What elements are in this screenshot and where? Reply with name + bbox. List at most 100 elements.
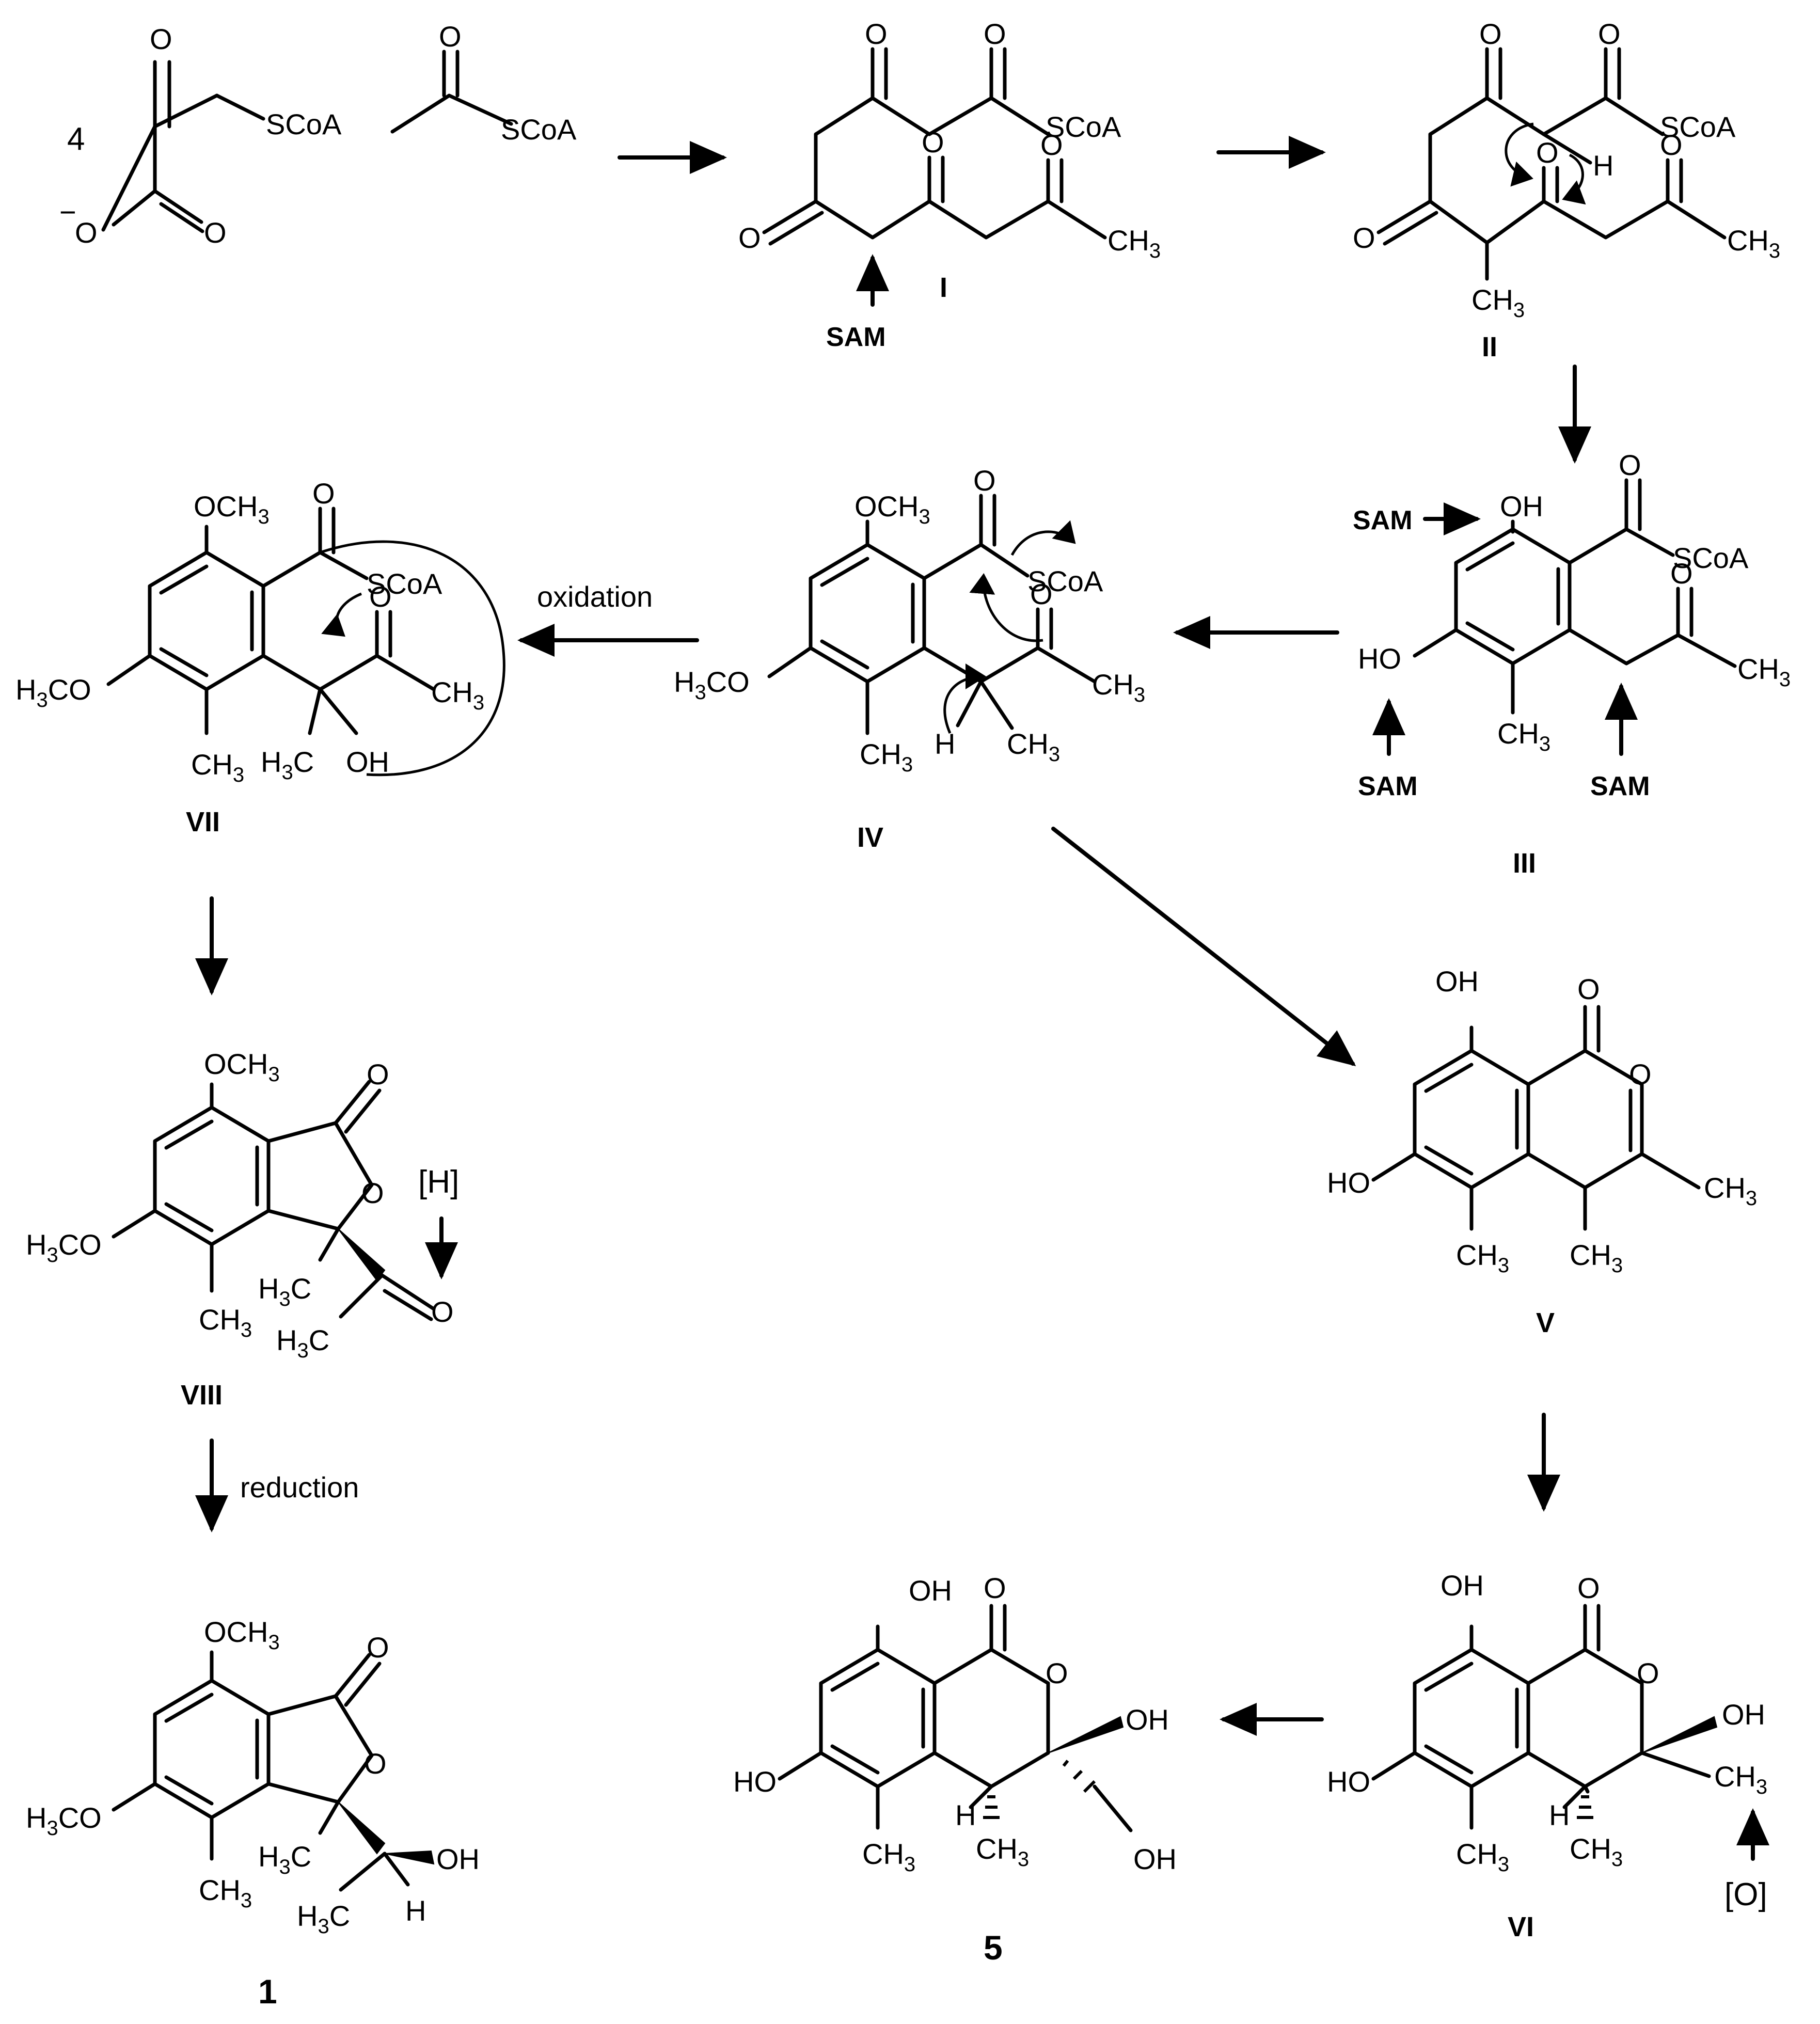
compound-I: O O SCoA O O O CH3 SAM I (738, 18, 1161, 352)
svg-text:CH3: CH3 (431, 676, 484, 714)
svg-text:O: O (75, 216, 98, 249)
svg-text:CH3: CH3 (1570, 1832, 1623, 1871)
svg-text:H3C: H3C (261, 746, 314, 784)
svg-text:SCoA: SCoA (266, 108, 342, 140)
svg-text:O: O (431, 1295, 454, 1328)
svg-text:O: O (361, 1177, 384, 1209)
svg-text:OCH3: OCH3 (204, 1616, 280, 1654)
svg-text:[H]: [H] (418, 1164, 459, 1200)
svg-text:O: O (367, 1058, 389, 1090)
svg-text:O: O (369, 580, 392, 613)
label-I: I (940, 272, 947, 303)
label-V: V (1536, 1307, 1555, 1338)
svg-text:O: O (204, 216, 227, 249)
compound-II: O O SCoA H O CH3 O O CH3 II (1353, 18, 1780, 362)
svg-text:−: − (59, 196, 76, 228)
svg-text:H3CO: H3CO (674, 666, 750, 704)
svg-text:SAM: SAM (1590, 771, 1650, 801)
svg-text:H3CO: H3CO (26, 1801, 102, 1840)
svg-text:HO: HO (1327, 1166, 1370, 1199)
compound-IV: OCH3 O SCoA O CH3 CH3 H CH3 H3CO IV (674, 464, 1145, 853)
svg-text:CH3: CH3 (1092, 668, 1145, 706)
svg-text:HO: HO (1358, 642, 1401, 675)
svg-text:OH: OH (1722, 1698, 1765, 1731)
svg-text:OCH3: OCH3 (204, 1048, 280, 1086)
svg-text:SCoA: SCoA (1027, 565, 1103, 597)
label-reduction: reduction (240, 1471, 359, 1504)
label-VIII: VIII (181, 1380, 223, 1411)
svg-text:OH: OH (1441, 1569, 1484, 1602)
compound-VI: OH O O OH CH3 CH3 H CH3 HO [O] VI (1327, 1569, 1769, 1942)
label-5: 5 (984, 1928, 1003, 1967)
svg-text:O: O (364, 1747, 387, 1780)
svg-text:OH: OH (1126, 1703, 1169, 1736)
svg-text:O: O (1479, 18, 1502, 50)
svg-text:CH3: CH3 (199, 1303, 252, 1341)
svg-text:CH3: CH3 (1704, 1172, 1757, 1210)
svg-text:CH3: CH3 (860, 738, 913, 776)
stoich-coefficient: 4 (67, 121, 85, 157)
svg-text:SAM: SAM (826, 322, 886, 352)
svg-text:O: O (367, 1631, 389, 1664)
svg-text:CH3: CH3 (976, 1832, 1029, 1871)
svg-text:O: O (984, 1572, 1006, 1604)
svg-text:H3C: H3C (297, 1900, 350, 1938)
svg-text:H3C: H3C (258, 1272, 311, 1310)
svg-text:O: O (1660, 129, 1683, 161)
svg-text:O: O (1030, 578, 1053, 610)
malonyl-coa: 4 O SCoA O − O (59, 23, 342, 249)
svg-text:O: O (984, 18, 1006, 50)
svg-text:[O]: [O] (1724, 1877, 1767, 1912)
label-II: II (1482, 331, 1497, 362)
svg-text:OCH3: OCH3 (194, 490, 270, 528)
svg-text:O: O (1629, 1058, 1652, 1090)
svg-text:H3C: H3C (258, 1840, 311, 1878)
svg-text:CH3: CH3 (862, 1838, 915, 1876)
label-1: 1 (258, 1972, 277, 2011)
svg-text:O: O (973, 464, 996, 497)
acetyl-coa: O SCoA (390, 20, 577, 146)
label-VI: VI (1508, 1911, 1534, 1942)
svg-text:O: O (1046, 1657, 1068, 1689)
svg-text:CH3: CH3 (1727, 224, 1780, 262)
svg-text:H3CO: H3CO (15, 673, 91, 711)
label-IV: IV (857, 822, 883, 853)
svg-text:O: O (865, 18, 888, 50)
svg-text:OH: OH (1500, 490, 1543, 523)
svg-text:H: H (1549, 1799, 1570, 1831)
compound-VIII: OCH3 O O O H3C H3C CH3 H3CO [H] VIII (26, 1048, 459, 1411)
svg-text:O: O (1637, 1657, 1659, 1689)
svg-text:CH3: CH3 (199, 1874, 252, 1912)
svg-text:OH: OH (1133, 1843, 1177, 1875)
svg-text:O: O (312, 477, 335, 510)
svg-text:O: O (1353, 222, 1375, 254)
svg-text:H3CO: H3CO (26, 1228, 102, 1267)
compound-5: OH O O OH OH CH3 H CH3 HO 5 (733, 1572, 1177, 1967)
label-III: III (1513, 848, 1536, 879)
svg-text:OH: OH (346, 746, 389, 778)
svg-text:O: O (922, 126, 944, 159)
svg-text:O: O (738, 222, 761, 254)
svg-text:O: O (1040, 129, 1063, 161)
svg-text:H: H (405, 1894, 426, 1927)
svg-text:CH3: CH3 (1107, 224, 1161, 262)
svg-text:O: O (1619, 449, 1641, 481)
svg-text:SCoA: SCoA (1660, 110, 1736, 143)
arrow-IV-to-V (1051, 827, 1356, 1066)
svg-text:SCoA: SCoA (1046, 110, 1121, 143)
svg-text:SCoA: SCoA (367, 567, 442, 600)
svg-text:O: O (1670, 557, 1693, 590)
svg-text:HO: HO (733, 1765, 777, 1798)
svg-text:O: O (150, 23, 172, 55)
label-oxidation: oxidation (537, 580, 653, 613)
svg-text:H: H (955, 1799, 976, 1831)
svg-text:SAM: SAM (1358, 771, 1418, 801)
compound-1: OCH3 O O OH H H3C H3C CH3 H3CO 1 (26, 1616, 480, 2011)
svg-text:CH3: CH3 (1456, 1239, 1509, 1277)
svg-text:SAM: SAM (1353, 505, 1413, 535)
svg-text:CH3: CH3 (1497, 717, 1550, 755)
svg-text:CH3: CH3 (1456, 1838, 1509, 1876)
compound-III: SAM OH O SCoA O CH3 CH3 HO SAM SAM III (1353, 449, 1791, 879)
svg-text:SCoA: SCoA (501, 113, 577, 146)
